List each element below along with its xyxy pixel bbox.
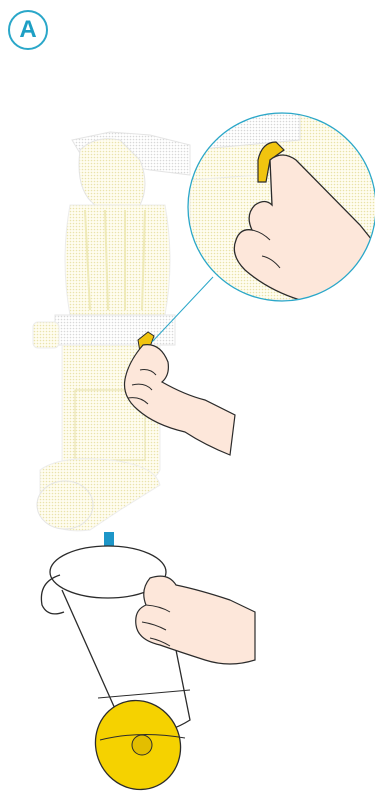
zoom-callout [188, 112, 375, 303]
vacuum-body-ghost [33, 132, 190, 531]
